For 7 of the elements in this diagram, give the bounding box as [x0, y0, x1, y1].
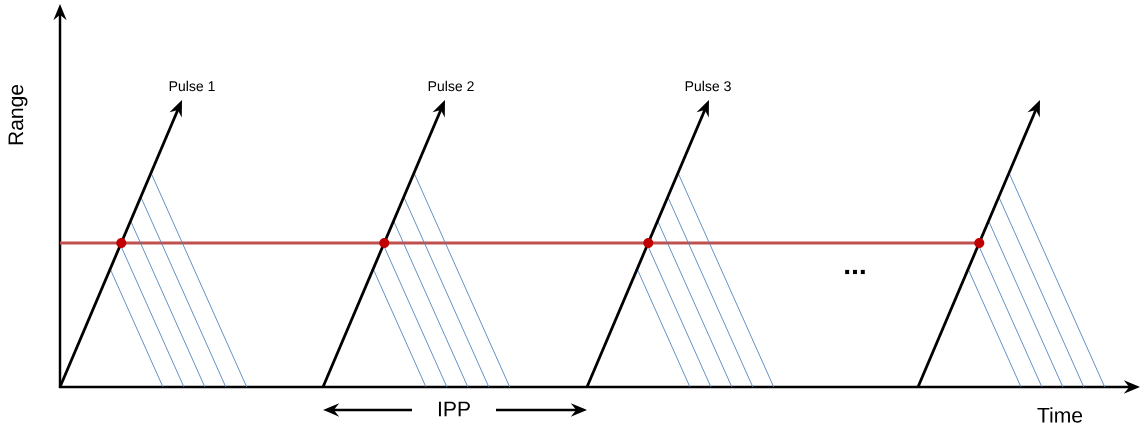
pulse-label: Pulse 3 [685, 80, 731, 92]
axis-label: Time [1037, 407, 1083, 423]
pulse-label: Pulse 2 [428, 80, 474, 92]
pulse-label: Pulse 1 [169, 80, 215, 92]
axis-label: Range [8, 84, 28, 145]
ellipsis: ... [845, 269, 865, 275]
dimension-label: IPP [438, 401, 470, 417]
